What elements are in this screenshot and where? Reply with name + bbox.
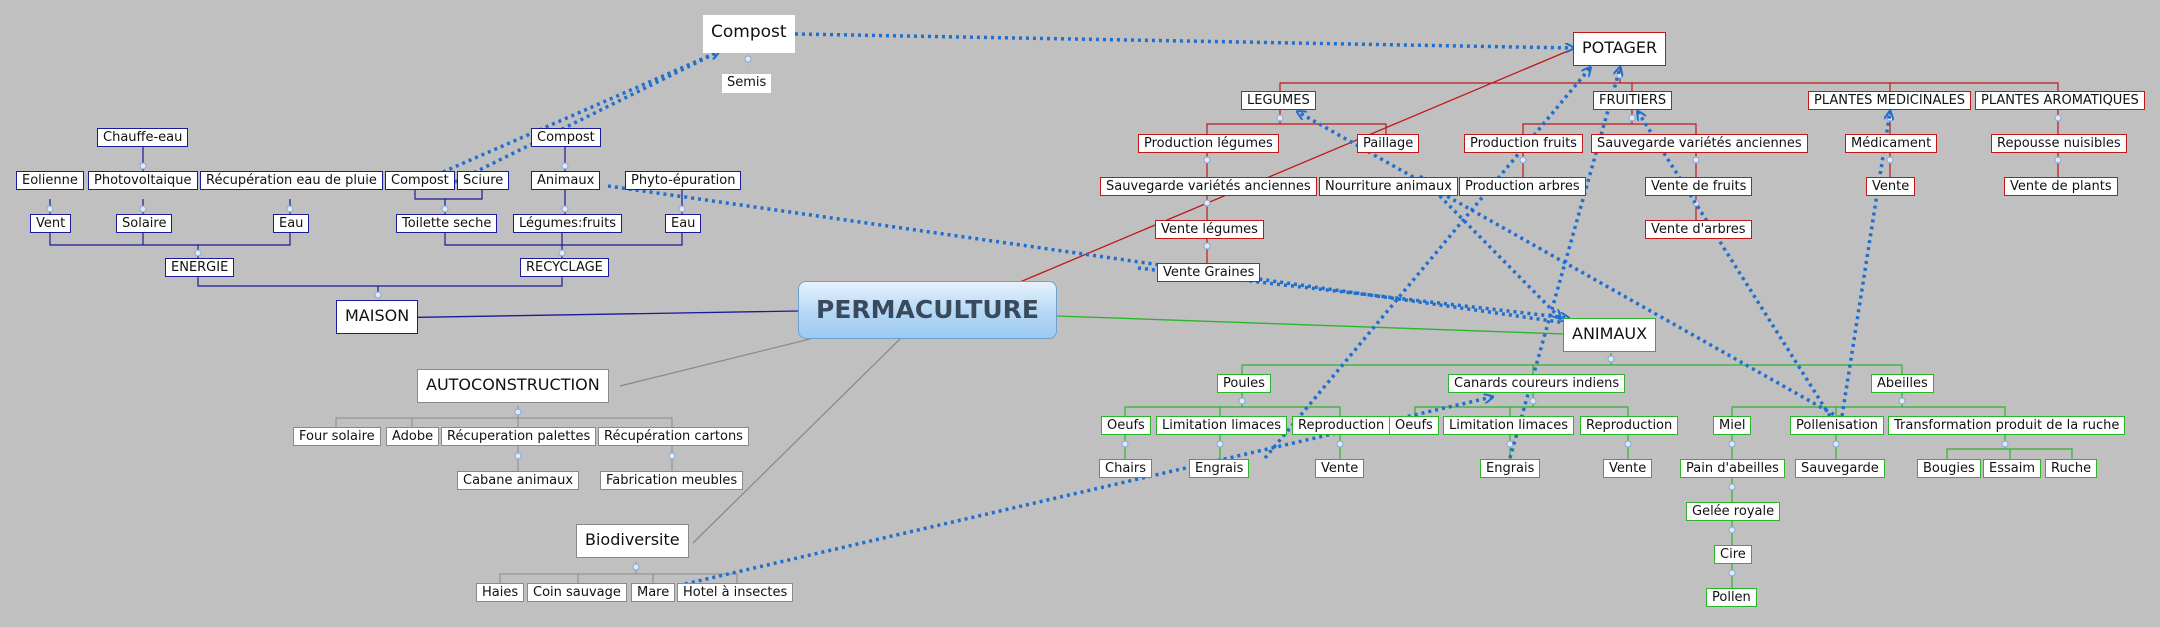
vente-medicinales-node[interactable]: Vente — [1866, 177, 1916, 196]
sauvegarde-legumes-node[interactable]: Sauvegarde variétés anciennes — [1100, 177, 1317, 196]
reproduction-canards-node[interactable]: Reproduction — [1580, 416, 1679, 435]
vente-plants-node[interactable]: Vente de plants — [2004, 177, 2118, 196]
adobe-node[interactable]: Adobe — [386, 427, 440, 446]
vent-node[interactable]: Vent — [30, 214, 72, 233]
production-legumes-node[interactable]: Production légumes — [1138, 134, 1279, 153]
canards-node[interactable]: Canards coureurs indiens — [1448, 374, 1626, 393]
biodiversite-node[interactable]: Biodiversite — [576, 524, 689, 558]
maison-node[interactable]: MAISON — [336, 300, 419, 334]
recup-eau-pluie-node[interactable]: Récupération eau de pluie — [200, 171, 383, 190]
four-solaire-node[interactable]: Four solaire — [293, 427, 381, 446]
haies-node[interactable]: Haies — [476, 583, 525, 602]
photovoltaique-node[interactable]: Photovoltaique — [88, 171, 198, 190]
legumes-node[interactable]: LEGUMES — [1241, 91, 1316, 110]
engrais-poules-node[interactable]: Engrais — [1189, 459, 1250, 478]
hotel-insectes-node[interactable]: Hotel à insectes — [677, 583, 794, 602]
semis-node[interactable]: Semis — [722, 74, 772, 93]
pollen-node[interactable]: Pollen — [1706, 588, 1757, 607]
sauvegarde-fruitiers-node[interactable]: Sauvegarde variétés anciennes — [1591, 134, 1808, 153]
repousse-nuisibles-node[interactable]: Repousse nuisibles — [1991, 134, 2127, 153]
production-fruits-node[interactable]: Production fruits — [1464, 134, 1583, 153]
paillage-node[interactable]: Paillage — [1357, 134, 1420, 153]
essaim-node[interactable]: Essaim — [1983, 459, 2042, 478]
recuperation-cartons-node[interactable]: Récupération cartons — [598, 427, 749, 446]
bougies-node[interactable]: Bougies — [1917, 459, 1981, 478]
vente-poules-node[interactable]: Vente — [1315, 459, 1365, 478]
sauvegarde-abeilles-node[interactable]: Sauvegarde — [1795, 459, 1885, 478]
legumes-fruits-node[interactable]: Légumes:fruits — [513, 214, 622, 233]
pollenisation-node[interactable]: Pollenisation — [1790, 416, 1885, 435]
recyclage-node[interactable]: RECYCLAGE — [520, 258, 609, 277]
solaire-node[interactable]: Solaire — [116, 214, 173, 233]
transformation-ruche-node[interactable]: Transformation produit de la ruche — [1888, 416, 2126, 435]
mare-node[interactable]: Mare — [631, 583, 676, 602]
plantes-medicinales-node[interactable]: PLANTES MEDICINALES — [1808, 91, 1972, 110]
oeufs-canards-node[interactable]: Oeufs — [1389, 416, 1439, 435]
eolienne-node[interactable]: Eolienne — [16, 171, 84, 190]
vente-canards-node[interactable]: Vente — [1603, 459, 1653, 478]
animaux-recyclage-node[interactable]: Animaux — [531, 171, 601, 190]
miel-node[interactable]: Miel — [1713, 416, 1752, 435]
cabane-animaux-node[interactable]: Cabane animaux — [457, 471, 580, 490]
gelee-royale-node[interactable]: Gelée royale — [1686, 502, 1781, 521]
fruitiers-node[interactable]: FRUITIERS — [1593, 91, 1673, 110]
eau-recyclage-node[interactable]: Eau — [665, 214, 702, 233]
animaux-node[interactable]: ANIMAUX — [1563, 318, 1657, 352]
vente-legumes-node[interactable]: Vente légumes — [1155, 220, 1264, 239]
coin-sauvage-node[interactable]: Coin sauvage — [527, 583, 627, 602]
vente-graines-node[interactable]: Vente Graines — [1157, 263, 1261, 282]
poules-node[interactable]: Poules — [1217, 374, 1271, 393]
vente-arbres-node[interactable]: Vente d'arbres — [1645, 220, 1752, 239]
toilette-seche-node[interactable]: Toilette seche — [396, 214, 498, 233]
autoconstruction-node[interactable]: AUTOCONSTRUCTION — [417, 369, 609, 403]
central-topic-permaculture[interactable]: PERMACULTURE — [798, 281, 1057, 339]
energie-node[interactable]: ENERGIE — [165, 258, 235, 277]
sciure-node[interactable]: Sciure — [457, 171, 510, 190]
production-arbres-node[interactable]: Production arbres — [1459, 177, 1586, 196]
fabrication-meubles-node[interactable]: Fabrication meubles — [600, 471, 744, 490]
cire-node[interactable]: Cire — [1714, 545, 1752, 564]
medicament-node[interactable]: Médicament — [1845, 134, 1938, 153]
reproduction-poules-node[interactable]: Reproduction — [1292, 416, 1391, 435]
recuperation-palettes-node[interactable]: Récuperation palettes — [441, 427, 597, 446]
abeilles-node[interactable]: Abeilles — [1871, 374, 1934, 393]
compost-recyclage-node[interactable]: Compost — [531, 128, 601, 147]
ruche-node[interactable]: Ruche — [2045, 459, 2098, 478]
compost-topic[interactable]: Compost — [703, 15, 795, 53]
engrais-canards-node[interactable]: Engrais — [1480, 459, 1541, 478]
nourriture-animaux-node[interactable]: Nourriture animaux — [1319, 177, 1458, 196]
limitation-limaces-poules-node[interactable]: Limitation limaces — [1156, 416, 1287, 435]
plantes-aromatiques-node[interactable]: PLANTES AROMATIQUES — [1975, 91, 2145, 110]
limitation-limaces-canards-node[interactable]: Limitation limaces — [1443, 416, 1574, 435]
potager-node[interactable]: POTAGER — [1573, 32, 1667, 66]
chauffe-eau-node[interactable]: Chauffe-eau — [97, 128, 189, 147]
eau-node[interactable]: Eau — [273, 214, 310, 233]
oeufs-poules-node[interactable]: Oeufs — [1101, 416, 1151, 435]
vente-fruits-node[interactable]: Vente de fruits — [1645, 177, 1753, 196]
phyto-epuration-node[interactable]: Phyto-épuration — [625, 171, 742, 190]
chairs-node[interactable]: Chairs — [1099, 459, 1153, 478]
pain-abeilles-node[interactable]: Pain d'abeilles — [1680, 459, 1785, 478]
compost-small-node[interactable]: Compost — [385, 171, 455, 190]
